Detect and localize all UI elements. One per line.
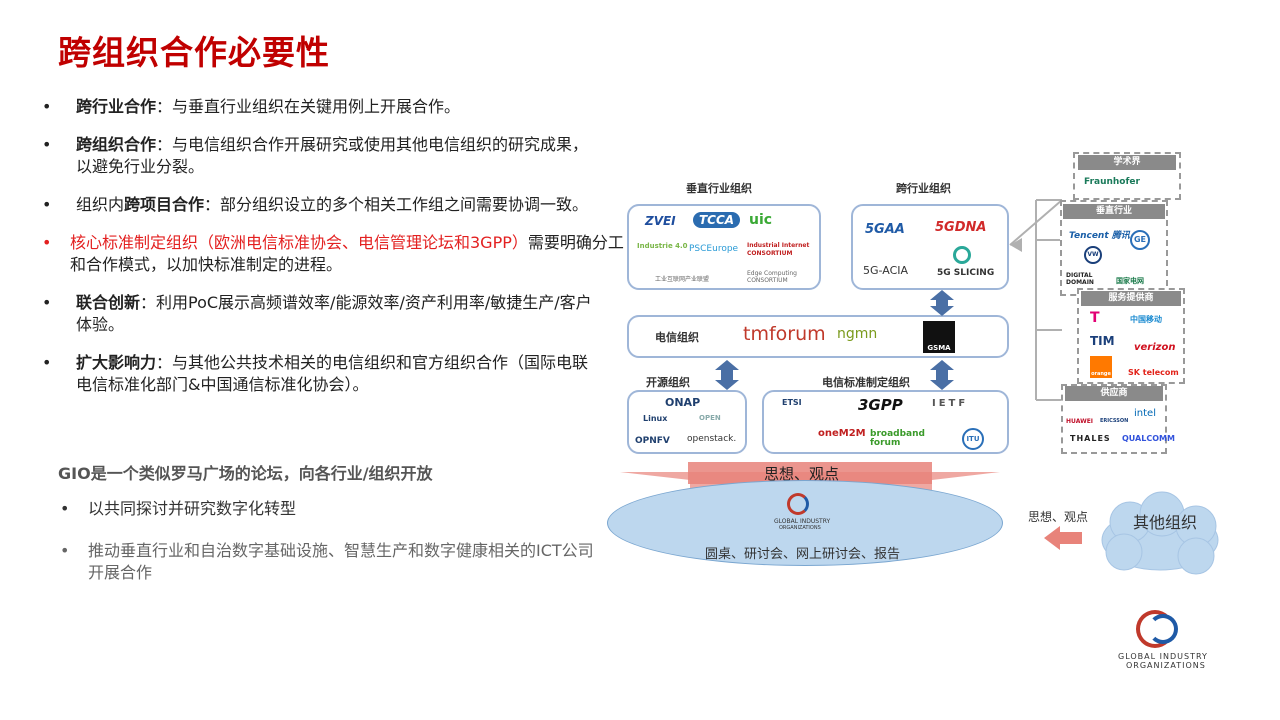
service-provider-title: 服务提供商 (1081, 291, 1181, 306)
psce-logo: PSCEurope (689, 244, 739, 254)
tcca-logo: TCCA (693, 212, 741, 228)
3gpp-logo: 3GPP (858, 396, 903, 414)
page-title: 跨组织合作必要性 (58, 33, 330, 72)
ge-logo: GE (1130, 230, 1150, 250)
onap-logo: ONAP (665, 396, 701, 409)
cloud-shape (1101, 491, 1219, 575)
bullet-joint-innovation: 联合创新：利用PoC展示高频谱效率/能源效率/资产利用率/敏捷生产/客户体验。 (38, 292, 598, 336)
telekom-logo: T (1090, 310, 1100, 326)
bullet-cross-org: 跨组织合作：与电信组织合作开展研究或使用其他电信组织的研究成果，以避免行业分裂。 (38, 134, 598, 178)
digital-domain-logo: DIGITAL DOMAIN (1066, 272, 1094, 286)
uic-logo: uic (749, 212, 773, 228)
bullet-cross-industry: 跨行业合作：与垂直行业组织在关键用例上开展合作。 (38, 96, 608, 118)
thales-logo: THALES (1070, 434, 1111, 443)
ngmn-logo: ngmn (837, 326, 878, 342)
gsma-logo: GSMA (923, 321, 955, 353)
cross-industry-box: 5GAA 5GDNA 5G-ACIA 5G SLICING (851, 204, 1009, 290)
double-arrow-icon (715, 360, 739, 390)
tencent-logo: Tencent 腾讯 (1069, 231, 1130, 241)
ecc-logo: Edge Computing CONSORTIUM (747, 270, 797, 284)
bullet-intra-org: 组织内跨项目合作：部分组织设立的多个相关工作组之间需要协调一致。 (38, 194, 598, 216)
gio-logo-icon (787, 493, 809, 515)
cross-industry-label: 跨行业组织 (896, 182, 951, 195)
opnfv-logo: OPNFV (635, 436, 670, 446)
footer-logo-text: ORGANIZATIONS (1126, 661, 1206, 670)
etsi-logo: ETSI (782, 398, 802, 407)
other-orgs-cloud: 其他组织 (1132, 513, 1197, 532)
gio-forum-ellipse (607, 480, 1003, 566)
gio-heading: GIO是一个类似罗马广场的论坛，向各行业/组织开放 (58, 464, 433, 483)
5gslicing-logo: 5G SLICING (937, 268, 995, 278)
vertical-industry-title: 垂直行业 (1063, 204, 1165, 219)
academia-title: 学术界 (1078, 155, 1176, 170)
gio-item: 以共同探讨并研究数字化转型 (58, 498, 598, 520)
open-logo: OPEN (699, 414, 721, 422)
openstack-logo: openstack. (687, 434, 737, 444)
sk-telecom-logo: SK telecom (1128, 368, 1179, 377)
intel-logo: intel (1134, 408, 1156, 419)
opensource-label: 开源组织 (646, 376, 690, 389)
ietf-logo: IETF (932, 398, 969, 409)
broadband-forum-logo: broadband forum (870, 429, 925, 448)
supplier-title: 供应商 (1065, 386, 1163, 401)
ideas-label: 思想、观点 (764, 465, 840, 483)
zvei-logo: ZVEI (645, 214, 676, 228)
bullet-core-standards: 核心标准制定组织（欧洲电信标准协会、电信管理论坛和3GPP）需要明确分工和合作模… (38, 232, 628, 276)
double-arrow-icon (930, 360, 954, 390)
bullet-influence: 扩大影响力：与其他公共技术相关的电信组织和官方组织合作（国际电联电信标准化部门&… (38, 352, 598, 396)
5gaa-logo: 5GAA (865, 222, 905, 237)
china-mobile-logo: 中国移动 (1130, 315, 1162, 324)
ideas-label-side: 思想、观点 (1028, 510, 1089, 524)
footer-logo-text: GLOBAL INDUSTRY (1118, 652, 1208, 661)
tmforum-logo: tmforum (743, 323, 826, 345)
forum-activities: 圆桌、研讨会、网上研讨会、报告 (705, 547, 901, 562)
arrow-left-icon (1044, 526, 1082, 550)
arrow-left-icon (1010, 238, 1022, 252)
orange-logo: orange (1090, 356, 1112, 378)
gio-footer-logo (1136, 610, 1192, 650)
telecom-orgs-box: 电信组织 tmforum ngmn GSMA (627, 315, 1009, 358)
opensource-box: ONAP Linux OPEN OPNFV openstack. (627, 390, 747, 454)
slicing-icon (953, 246, 971, 264)
5gacia-logo: 5G-ACIA (863, 264, 909, 277)
itu-logo: ITU (962, 428, 984, 450)
ericsson-logo: ERICSSON (1100, 418, 1129, 424)
5gdna-logo: 5GDNA (935, 220, 987, 235)
state-grid-logo: 国家电网 (1116, 277, 1144, 285)
gio-small-text: GLOBAL INDUSTRY (774, 518, 831, 525)
huawei-logo: HUAWEI (1066, 418, 1094, 425)
logo-ring-icon (1148, 614, 1178, 644)
vw-logo: VW (1084, 246, 1102, 264)
linux-logo: Linux (643, 414, 668, 423)
tim-logo: TIM (1090, 334, 1115, 348)
industrie-logo: Industrie 4.0 (637, 242, 688, 250)
verizon-logo: verizon (1134, 342, 1176, 353)
fraunhofer-logo: Fraunhofer (1084, 177, 1140, 187)
std-orgs-label: 电信标准制定组织 (822, 376, 910, 389)
vertical-orgs-label: 垂直行业组织 (686, 182, 752, 195)
bullet-list: 跨行业合作：与垂直行业组织在关键用例上开展合作。 跨组织合作：与电信组织合作开展… (38, 96, 624, 412)
iic-logo: Industrial Internet CONSORTIUM (747, 242, 810, 257)
gio-small-text: ORGANIZATIONS (779, 525, 821, 531)
aii-logo: 工业互联网产业联盟 (655, 276, 710, 283)
double-arrow-icon (930, 290, 954, 316)
onem2m-logo: oneM2M (818, 428, 866, 439)
qualcomm-logo: QUALCOMM (1122, 434, 1175, 443)
vertical-orgs-box: ZVEI TCCA uic Industrie 4.0 PSCEurope In… (627, 204, 821, 290)
gio-item: 推动垂直行业和自治数字基础设施、智慧生产和数字健康相关的ICT公司开展合作 (58, 540, 598, 584)
std-orgs-box: ETSI 3GPP IETF oneM2M broadband forum IT… (762, 390, 1009, 454)
telecom-label: 电信组织 (655, 331, 699, 344)
connector-lines (1009, 199, 1063, 401)
